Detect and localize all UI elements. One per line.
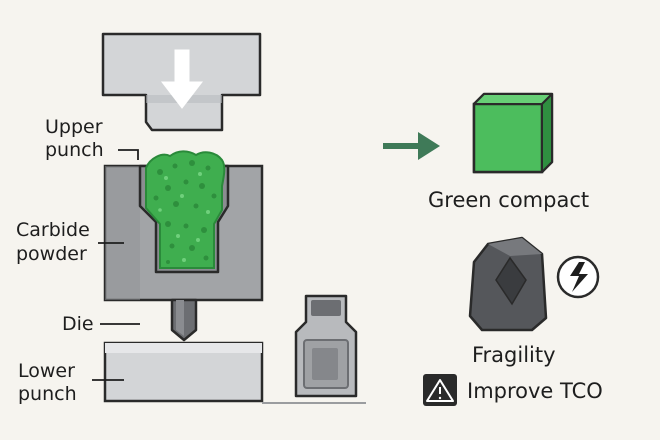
green-compact-cube — [472, 92, 554, 174]
label-upper-punch: Upper punch — [45, 116, 139, 161]
label-fragility: Fragility — [472, 343, 556, 367]
svg-text:punch: punch — [45, 139, 104, 161]
label-green-compact: Green compact — [428, 188, 589, 212]
warning-triangle-icon — [423, 374, 457, 406]
compact-container — [294, 294, 358, 398]
lower-punch — [103, 341, 264, 403]
upper-punch — [101, 32, 262, 132]
label-improve-tco: Improve TCO — [467, 379, 603, 403]
carbide-powder — [145, 150, 226, 269]
carbide-insert — [468, 236, 548, 332]
label-die: Die — [62, 313, 140, 335]
right-arrow-icon — [383, 132, 440, 160]
lightning-crack-icon — [556, 255, 600, 299]
svg-text:Upper: Upper — [45, 116, 103, 138]
svg-text:Die: Die — [62, 313, 94, 335]
label-carbide-powder: Carbide powder — [16, 219, 124, 265]
svg-text:Lower: Lower — [18, 360, 75, 382]
svg-text:powder: powder — [16, 243, 87, 265]
label-lower-punch: Lower punch — [18, 360, 124, 405]
down-arrow-icon — [160, 49, 204, 109]
svg-text:Carbide: Carbide — [16, 219, 90, 241]
svg-text:punch: punch — [18, 383, 77, 405]
